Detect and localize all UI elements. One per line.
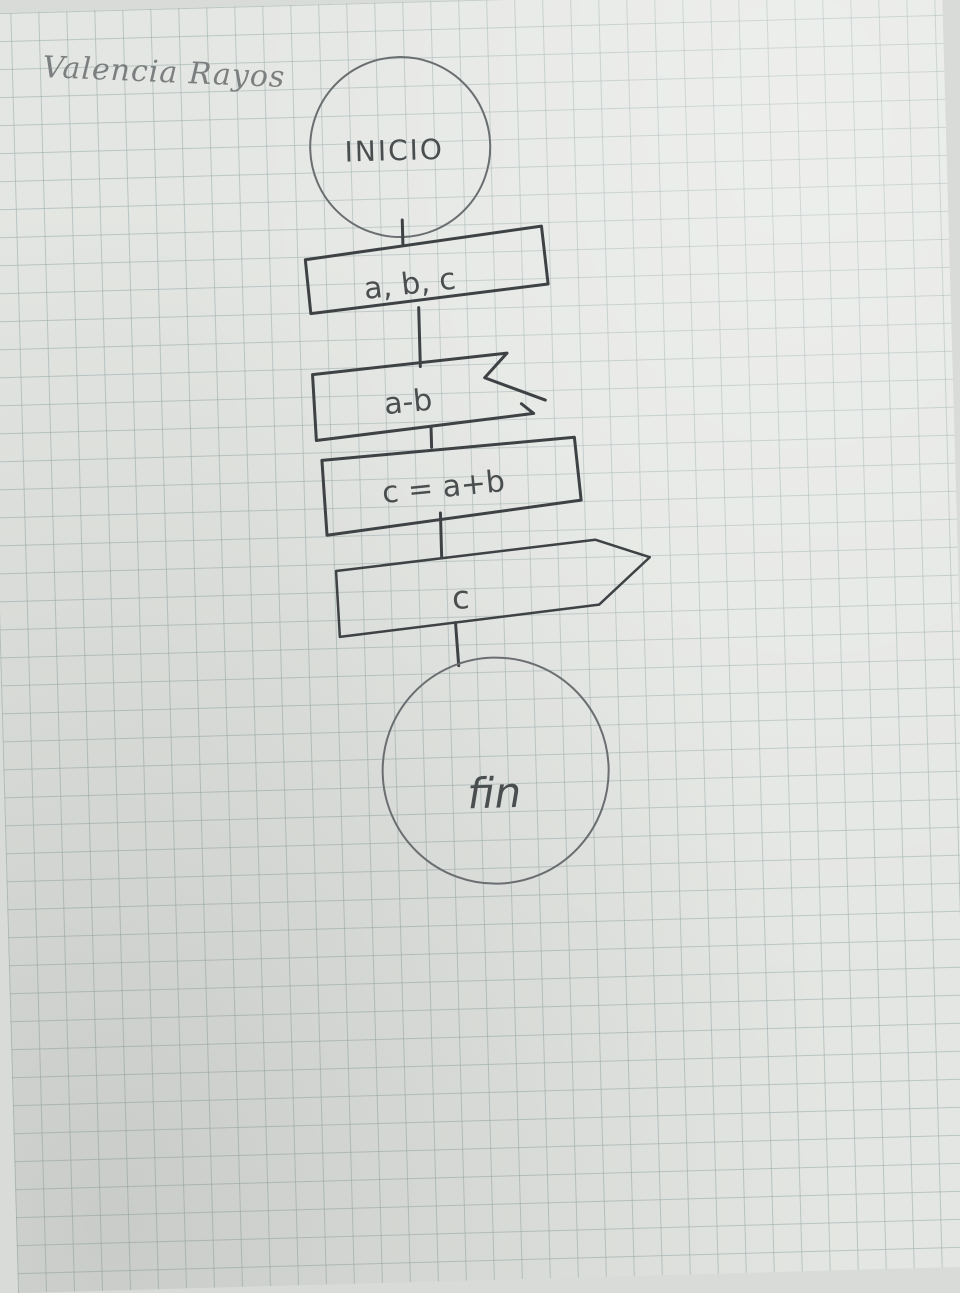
- input-label: a, b, c: [362, 262, 457, 307]
- connector-process-output: [438, 511, 444, 560]
- connector-input-read: [417, 306, 422, 369]
- read-label: a-b: [382, 383, 433, 423]
- process-node: c = a+b: [320, 435, 583, 537]
- output-label: c: [451, 578, 470, 616]
- end-label: fin: [467, 768, 522, 818]
- connector-output-end: [454, 621, 461, 668]
- connector-read-process: [429, 425, 434, 449]
- process-label: c = a+b: [380, 464, 506, 511]
- start-node: INICIO: [309, 56, 492, 239]
- output-node: c: [334, 538, 652, 639]
- connector-start-input: [400, 218, 405, 246]
- start-label: INICIO: [344, 133, 444, 169]
- end-node: fin: [381, 656, 610, 885]
- read-node: a-b: [311, 351, 547, 442]
- input-node: a, b, c: [303, 224, 550, 316]
